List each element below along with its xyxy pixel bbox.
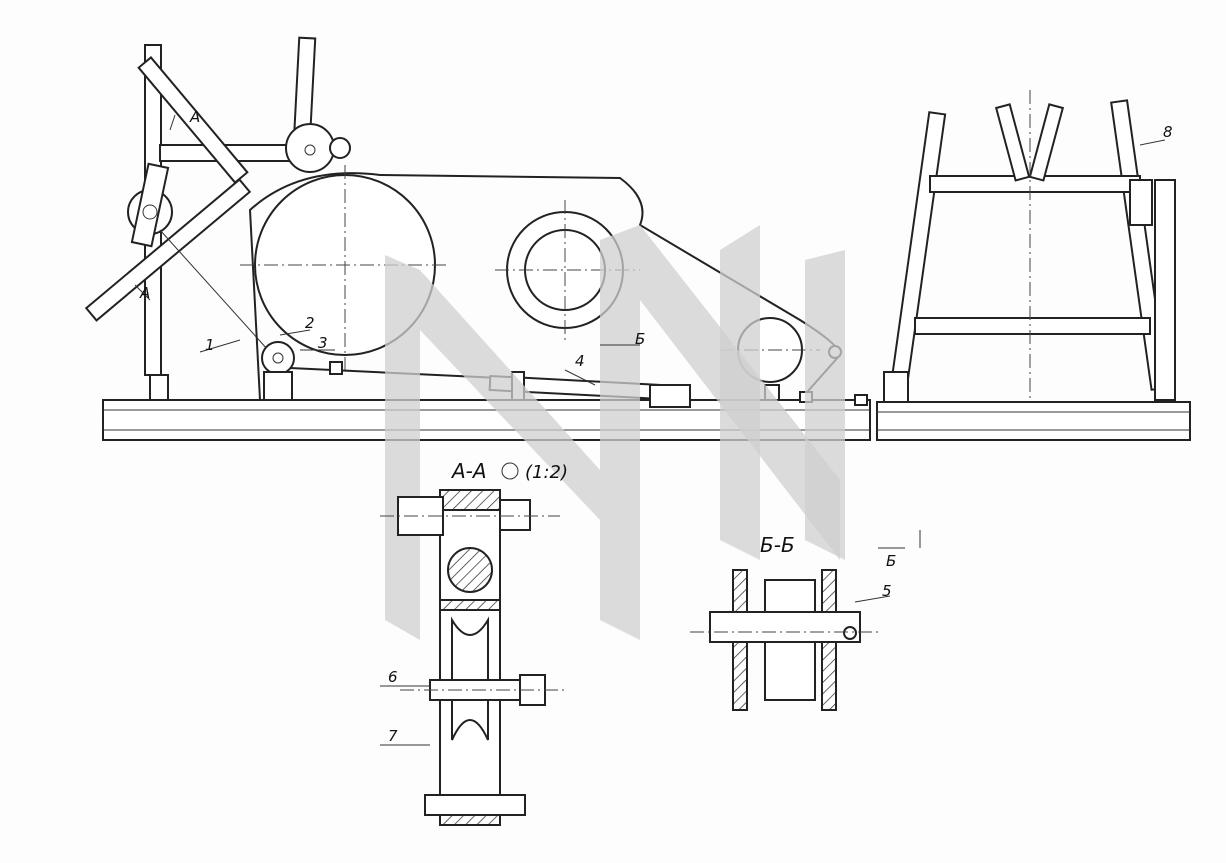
section-mark-b-right: Б xyxy=(886,552,896,570)
left-frame xyxy=(84,36,351,401)
section-aa-scale: (1:2) xyxy=(525,462,568,483)
leader-lines xyxy=(134,114,1166,746)
section-a-a xyxy=(380,489,565,826)
section-bb-title: Б-Б xyxy=(760,533,795,557)
section-mark-a-bottom: А xyxy=(139,284,150,302)
base-beam xyxy=(102,399,1191,441)
callout-3: 3 xyxy=(318,334,328,352)
callout-7: 7 xyxy=(388,727,398,745)
callout-1: 1 xyxy=(205,336,215,354)
right-frame xyxy=(883,90,1176,403)
watermark-logo xyxy=(385,225,845,640)
callout-5: 5 xyxy=(882,582,892,600)
callout-6: 6 xyxy=(388,668,398,686)
section-b-b xyxy=(690,569,880,711)
callout-4: 4 xyxy=(575,352,585,370)
callout-2: 2 xyxy=(305,314,315,332)
surface-symbol-icon xyxy=(501,462,519,480)
section-mark-b: Б xyxy=(635,330,645,348)
section-aa-title: А-А xyxy=(450,459,487,483)
section-mark-a-top: А xyxy=(189,108,200,126)
callout-8: 8 xyxy=(1163,123,1173,141)
